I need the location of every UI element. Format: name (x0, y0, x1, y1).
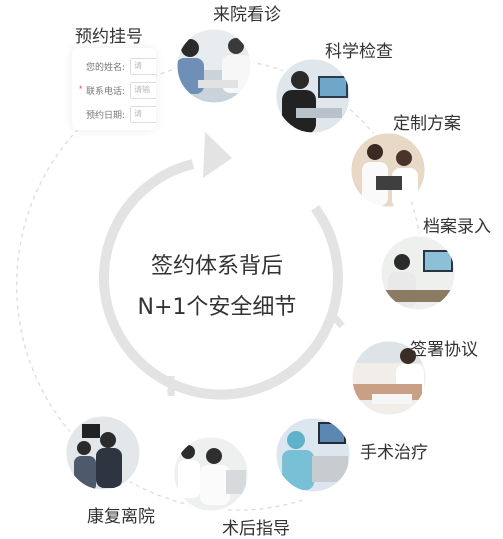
date-field[interactable]: 请 (130, 106, 156, 123)
step-appointment-label: 预约挂号 (75, 27, 143, 47)
center-subtitle: N+1个安全细节 (137, 295, 297, 320)
step-checkup-label: 科学检查 (325, 42, 393, 62)
step-plan-label: 定制方案 (393, 114, 461, 134)
step-surgery-label: 手术治疗 (360, 443, 428, 463)
cycle-ring (99, 132, 345, 400)
photo-visit (176, 28, 252, 104)
step-record-label: 档案录入 (423, 217, 491, 237)
form-label-name: 您的姓名: (86, 63, 126, 73)
appointment-form-preview: 您的姓名: 请 * 联系电话: 请输 预约日期: 请 (72, 48, 156, 130)
step-guidance-label: 术后指导 (222, 519, 290, 539)
step-visit-label: 来院看诊 (213, 5, 281, 25)
photo-checkup (275, 58, 351, 134)
step-agreement-label: 签署协议 (410, 340, 478, 360)
required-mark: * (79, 84, 83, 94)
photo-plan (350, 132, 426, 208)
photo-discharge (65, 415, 141, 491)
form-row-name: 您的姓名: 请 (72, 58, 156, 76)
form-row-phone: * 联系电话: 请输 (72, 82, 156, 100)
step-discharge-label: 康复离院 (87, 507, 155, 527)
form-label-date: 预约日期: (86, 111, 126, 121)
form-row-date: 预约日期: 请 (72, 106, 156, 124)
form-label-phone: 联系电话: (86, 87, 126, 97)
photo-surgery (275, 417, 351, 493)
name-field[interactable]: 请 (130, 58, 156, 75)
center-title: 签约体系背后 (150, 254, 283, 279)
ring-tick-right (327, 309, 345, 329)
phone-field[interactable]: 请输 (130, 82, 156, 99)
cycle-arrow-head (203, 132, 232, 178)
photo-record (380, 235, 456, 311)
photo-guidance (173, 436, 249, 512)
